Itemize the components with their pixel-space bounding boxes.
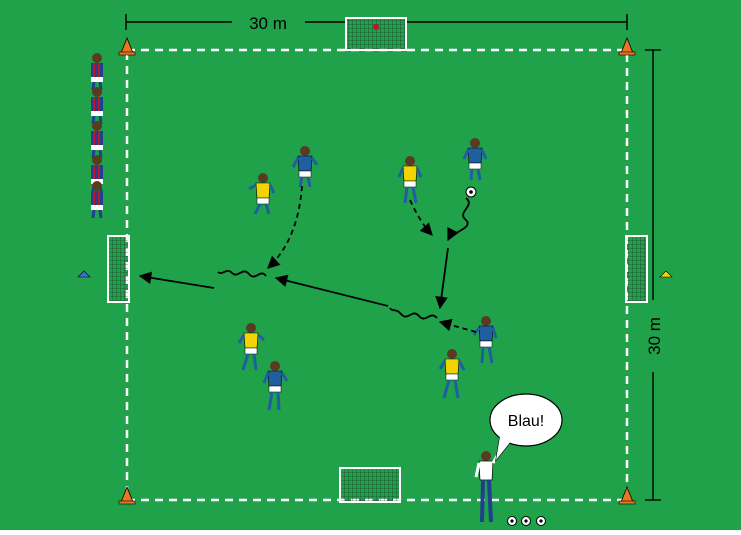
goal-bottom: [340, 468, 400, 502]
ball-icon: [522, 517, 531, 526]
goal-right: [626, 236, 647, 302]
speech-bubble-text: Blau!: [508, 413, 544, 430]
top-dimension-label: 30 m: [249, 14, 287, 33]
ball-icon: [537, 517, 546, 526]
goal-top: [346, 18, 406, 50]
ball-icon: [508, 517, 517, 526]
red-team-queue: [91, 53, 103, 218]
spare-balls: [508, 517, 546, 526]
side-dimension-label: 30 m: [645, 317, 664, 355]
goal-left: [108, 236, 129, 302]
ball-icon: [466, 187, 476, 197]
